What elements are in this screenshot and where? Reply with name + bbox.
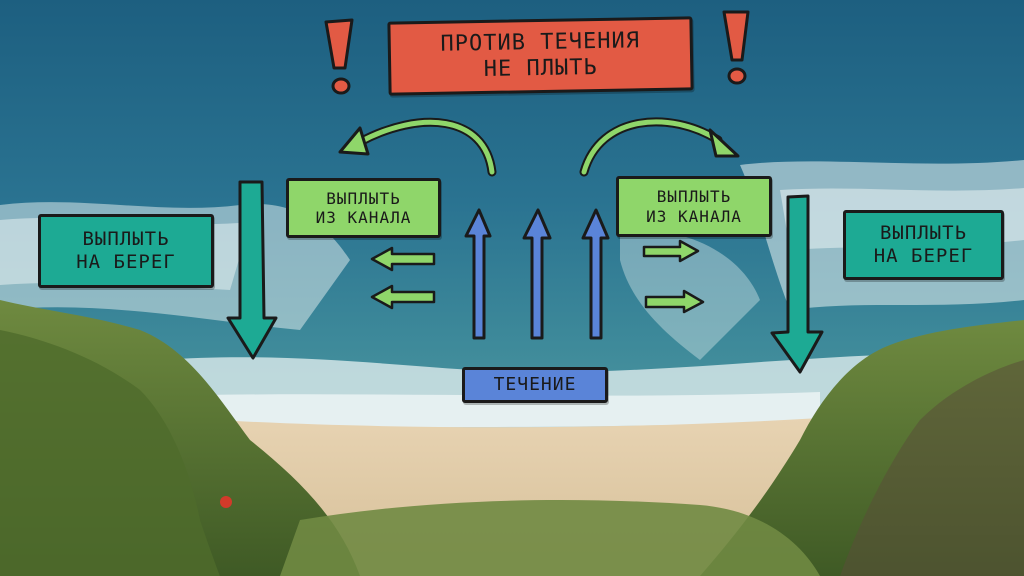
arrow-up-icon <box>522 208 552 340</box>
exclamation-icon <box>324 18 354 95</box>
warning-label: ПРОТИВ ТЕЧЕНИЯ НЕ ПЛЫТЬ <box>387 16 694 96</box>
arrow-left-icon <box>370 246 436 272</box>
exit-channel-label-right: ВЫПЛЫТЬ ИЗ КАНАЛА <box>616 176 772 237</box>
exit-channel-label-left: ВЫПЛЫТЬ ИЗ КАНАЛА <box>286 178 441 238</box>
swim-to-shore-left-line-1: ВЫПЛЫТЬ <box>82 228 170 251</box>
exclamation-icon <box>722 10 750 85</box>
curved-arrow-icon <box>579 117 740 177</box>
warning-line-2: НЕ ПЛЫТЬ <box>483 55 598 82</box>
arrow-down-icon <box>226 180 278 360</box>
exit-channel-right-line-1: ВЫПЛЫТЬ <box>656 187 732 207</box>
exit-channel-left-line-1: ВЫПЛЫТЬ <box>326 188 401 208</box>
swim-to-shore-right-line-1: ВЫПЛЫТЬ <box>879 222 968 245</box>
arrow-up-icon <box>464 208 492 340</box>
arrow-right-icon <box>642 239 700 263</box>
warning-line-1: ПРОТИВ ТЕЧЕНИЯ <box>440 27 641 57</box>
swim-to-shore-left-line-2: НА БЕРЕГ <box>76 251 176 273</box>
swim-to-shore-label-left: ВЫПЛЫТЬ НА БЕРЕГ <box>38 214 214 288</box>
exit-channel-left-line-2: ИЗ КАНАЛА <box>315 208 412 227</box>
arrow-up-icon <box>581 208 610 340</box>
arrow-down-icon <box>770 194 824 374</box>
current-label-text: ТЕЧЕНИЕ <box>493 374 577 396</box>
swim-to-shore-right-line-2: НА БЕРЕГ <box>873 245 974 267</box>
swim-to-shore-label-right: ВЫПЛЫТЬ НА БЕРЕГ <box>843 210 1004 280</box>
curved-arrow-icon <box>338 117 497 177</box>
arrow-right-icon <box>644 289 705 314</box>
arrow-left-icon <box>370 284 436 310</box>
current-label: ТЕЧЕНИЕ <box>462 367 608 403</box>
exit-channel-right-line-2: ИЗ КАНАЛА <box>646 206 742 226</box>
